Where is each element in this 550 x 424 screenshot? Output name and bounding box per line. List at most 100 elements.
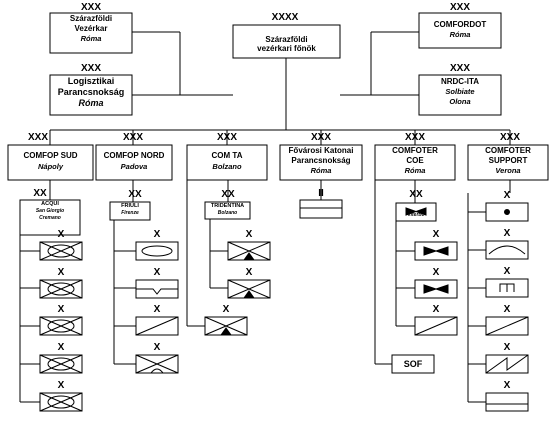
echelon-x: X xyxy=(503,190,511,201)
division-tridentina-name: TRIDENTINA xyxy=(210,203,245,209)
hq-right2-loc1: Solbiate xyxy=(445,87,475,96)
command-3-loc: Bolzano xyxy=(212,162,242,171)
hq-box-right2 xyxy=(418,74,502,116)
command-4-line2: Parancsnokság xyxy=(291,156,351,165)
echelon-xx: XX xyxy=(221,189,235,200)
echelon-xxx: XXX xyxy=(122,132,143,143)
hq-right1-line1: COMFORDOT xyxy=(433,20,487,29)
sof-label: SOF xyxy=(403,359,423,369)
echelon-x: X xyxy=(222,304,230,315)
hq-left2-loc: Róma xyxy=(78,98,104,108)
mountain-infantry-symbol xyxy=(227,241,271,261)
division-acqui-loc1: San Giorgio xyxy=(35,208,65,214)
hq-left2-line2: Parancsnokság xyxy=(57,87,125,97)
infantry-bridge-symbol xyxy=(135,354,179,374)
echelon-x: X xyxy=(57,229,65,240)
echelon-x: X xyxy=(432,304,440,315)
division-friuli-loc: Firenze xyxy=(121,210,139,216)
command-6-line1: COMFOTER xyxy=(485,146,531,155)
logistics-symbol xyxy=(485,392,529,412)
hq-box-center xyxy=(232,24,341,59)
echelon-x: X xyxy=(153,342,161,353)
echelon-ii: II xyxy=(318,188,324,199)
division-box-tridentina xyxy=(204,201,251,220)
hq-box-left1 xyxy=(49,12,133,54)
hq-box-right1 xyxy=(418,12,502,49)
hq-left1-line2: Vezérkar xyxy=(74,24,108,33)
infantry-symbol xyxy=(39,241,83,261)
echelon-x: X xyxy=(57,304,65,315)
echelon-x: X xyxy=(153,229,161,240)
echelon-xxxx: XXXX xyxy=(271,12,299,23)
special-forces-symbol xyxy=(414,241,458,261)
echelon-xxx: XXX xyxy=(80,63,101,74)
command-5-loc: Róma xyxy=(404,166,426,175)
mountain-infantry-symbol xyxy=(227,279,271,299)
command-1-name: COMFOP SUD xyxy=(23,151,78,160)
echelon-x: X xyxy=(432,229,440,240)
echelon-xxx: XXX xyxy=(80,2,101,13)
hq-right2-loc2: Olona xyxy=(449,97,471,106)
echelon-xx: XX xyxy=(409,189,423,200)
division-tridentina-loc: Bolzano xyxy=(217,210,238,216)
command-6-line2: SUPPORT xyxy=(488,156,528,165)
hq-center-line2: vezérkari főnök xyxy=(257,44,316,53)
echelon-x: X xyxy=(245,267,253,278)
viterbo-mark-left xyxy=(405,207,418,216)
infantry-symbol xyxy=(39,316,83,336)
hq-left2-line1: Logisztikai xyxy=(67,76,115,86)
hq-box-left2 xyxy=(49,74,133,116)
echelon-x: X xyxy=(503,304,511,315)
division-box-acqui xyxy=(19,199,81,236)
division-viterbo-loc: Viterbo xyxy=(407,212,425,218)
cavalry-symbol xyxy=(135,316,179,336)
cavalry-symbol xyxy=(485,316,529,336)
echelon-xxx: XXX xyxy=(499,132,520,143)
regiment-box-ii xyxy=(299,199,343,219)
infantry-symbol xyxy=(39,279,83,299)
echelon-x: X xyxy=(57,380,65,391)
division-acqui-name: ACQUI xyxy=(41,201,59,207)
command-2-loc: Padova xyxy=(120,162,148,171)
artillery-symbol xyxy=(485,202,529,222)
hq-right2-line1: NRDC-ITA xyxy=(440,77,480,86)
infantry-symbol xyxy=(39,392,83,412)
division-acqui-loc2: Cremano xyxy=(39,215,61,221)
mountain-infantry-symbol xyxy=(204,316,248,336)
connector-lines xyxy=(19,31,511,403)
command-4-line1: Fővárosi Katonai xyxy=(288,146,354,155)
command-4-loc: Róma xyxy=(310,166,332,175)
echelon-x: X xyxy=(245,229,253,240)
echelon-x: X xyxy=(57,342,65,353)
echelon-x: X xyxy=(503,228,511,239)
command-box-5 xyxy=(374,144,456,181)
echelon-xxx: XXX xyxy=(310,132,331,143)
command-3-name: COM TA xyxy=(211,151,243,160)
echelon-xxx: XXX xyxy=(449,63,470,74)
infantry-symbol xyxy=(39,354,83,374)
command-box-1 xyxy=(7,144,94,181)
command-6-loc: Verona xyxy=(495,166,521,175)
hq-left1-line1: Szárazföldi xyxy=(69,14,113,23)
command-box-4 xyxy=(279,144,363,181)
echelon-xx: XX xyxy=(33,188,47,199)
command-2-name: COMFOP NORD xyxy=(103,151,165,160)
command-box-3 xyxy=(186,144,268,181)
echelon-x: X xyxy=(503,266,511,277)
echelon-xxx: XXX xyxy=(216,132,237,143)
division-box-friuli xyxy=(109,201,151,221)
echelon-x: X xyxy=(432,267,440,278)
sof-box xyxy=(391,354,435,374)
echelon-xx: XX xyxy=(128,189,142,200)
cavalry-symbol xyxy=(414,316,458,336)
echelon-x: X xyxy=(503,342,511,353)
hq-left1-loc: Róma xyxy=(80,34,102,43)
signals-symbol xyxy=(485,354,529,374)
echelon-x: X xyxy=(153,267,161,278)
engineer-symbol xyxy=(485,278,529,298)
echelon-x: X xyxy=(57,267,65,278)
command-box-2 xyxy=(95,144,173,181)
command-5-line1: COMFOTER xyxy=(392,146,438,155)
armor-symbol xyxy=(135,241,179,261)
